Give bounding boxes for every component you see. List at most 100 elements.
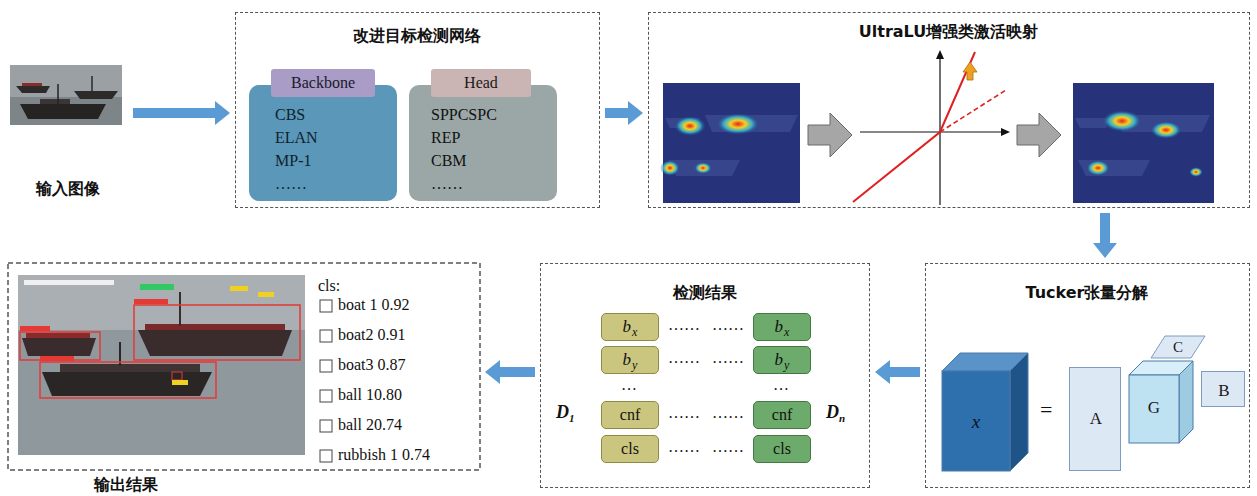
result-cell: cnf — [753, 401, 811, 429]
input-photo-part — [91, 76, 93, 91]
node-title: C — [1157, 337, 1199, 357]
output-photo-part — [230, 286, 248, 291]
cell-text: cls — [621, 440, 639, 457]
ellipsis: …… — [668, 348, 700, 368]
ellipsis: …… — [712, 403, 744, 423]
cube-front — [942, 371, 1010, 471]
input-image: 输入图像 — [8, 60, 128, 202]
checkbox-part — [320, 420, 332, 432]
result-cell: by — [601, 346, 659, 374]
heatmap-right-part — [1086, 160, 1110, 176]
output-photo-part — [145, 324, 285, 330]
subscript-base: D — [826, 401, 839, 424]
flow-arrow — [605, 101, 643, 125]
node-body: CBS ELAN MP-1 …… — [275, 103, 385, 195]
output-frame — [8, 263, 480, 470]
module-box: 检测结果bxbycnfclsbxbycnfcls — [540, 263, 870, 488]
node-title: x — [942, 409, 1010, 434]
output-photo-part — [18, 275, 305, 330]
cell-text: b — [775, 350, 784, 369]
arrow-head — [875, 360, 890, 384]
arrow-shaft — [1100, 213, 1110, 244]
checkbox-part — [320, 300, 332, 312]
arrow-head — [215, 101, 230, 125]
heatmap-left-part — [674, 116, 706, 136]
result-cell: bx — [753, 313, 811, 341]
input-photo-part — [57, 84, 59, 104]
output-photo-part — [24, 280, 114, 285]
output-photo-part — [179, 292, 181, 326]
cube-outline — [1129, 361, 1193, 443]
factor-matrix: B — [1201, 371, 1245, 407]
activation-graph-part — [860, 131, 1005, 132]
node-title: 输入图像 — [8, 178, 128, 199]
checkbox-part — [320, 360, 332, 372]
heatmap-left-part — [716, 113, 760, 135]
cube-outline — [942, 353, 1028, 471]
class-item: boat2 0.91 — [338, 325, 406, 345]
output-photo-part — [22, 338, 96, 356]
heatmap-right — [1073, 83, 1214, 203]
output-photo-part — [138, 330, 292, 356]
subscript: 1 — [569, 411, 575, 425]
gray-arrow-part — [1017, 113, 1061, 157]
heatmap-right-part — [1073, 83, 1214, 203]
output-photo-part — [172, 380, 188, 385]
activation-graph-part — [963, 62, 977, 80]
cell-text: cnf — [772, 406, 792, 423]
node-title: 输出结果 — [8, 474, 244, 495]
node-title: Tucker张量分解 — [926, 282, 1248, 303]
input-photo — [10, 65, 122, 125]
output-photo-part — [26, 333, 90, 338]
cell-text: b — [623, 350, 632, 369]
ellipsis: … — [621, 375, 637, 395]
factor-matrix: A — [1069, 367, 1121, 471]
result-cell: cnf — [601, 401, 659, 429]
cell-text: y — [784, 358, 789, 372]
cell-text: y — [632, 358, 637, 372]
cell-text: b — [775, 317, 784, 336]
heatmap-left-part — [694, 162, 712, 174]
cell-text: x — [632, 325, 637, 339]
arrow-shaft — [499, 367, 535, 377]
output-frame-part — [8, 263, 480, 470]
activation-graph-part — [853, 52, 975, 202]
output-photo-part — [60, 364, 200, 372]
ellipsis: …… — [712, 437, 744, 457]
activation-graph-part — [940, 90, 1006, 132]
checkbox-part — [320, 450, 332, 462]
output-photo-part — [140, 284, 174, 290]
output-photo-part — [172, 372, 182, 380]
class-item: rubbish 1 0.74 — [338, 445, 430, 465]
output-photo-part — [134, 305, 300, 360]
output-photo-part — [258, 292, 274, 297]
checkbox-part — [320, 390, 332, 402]
heatmap-right-part — [1078, 160, 1150, 176]
arrow-head — [485, 360, 500, 384]
cell-text: cnf — [620, 406, 640, 423]
heatmap-left-part — [660, 160, 680, 176]
node-title: UltraLU增强类激活映射 — [649, 21, 1248, 42]
ellipsis: …… — [712, 315, 744, 335]
output-photo-part — [134, 299, 168, 304]
class-item: boat 1 0.92 — [338, 295, 410, 315]
input-photo-part — [20, 104, 106, 119]
activation-graph-part — [1001, 128, 1010, 136]
activation-graph-part — [936, 50, 944, 59]
input-photo-part — [10, 97, 122, 125]
checkbox-part — [320, 330, 332, 342]
ellipsis: … — [773, 375, 789, 395]
node-title: A — [1070, 408, 1122, 430]
block-body — [249, 85, 397, 201]
output-photo-part — [20, 326, 50, 331]
ellipsis: …… — [668, 315, 700, 335]
class-header: cls: — [318, 276, 340, 296]
class-item: ball 10.80 — [338, 385, 402, 405]
head-block: HeadSPPCSPC REP CBM …… — [409, 69, 557, 201]
subscript: n — [839, 411, 845, 425]
cell-text: x — [784, 325, 789, 339]
activation-graph — [853, 50, 1010, 205]
flow-arrow — [1093, 213, 1117, 258]
output-photo-part — [42, 372, 212, 396]
gray-arrow — [808, 113, 1061, 157]
